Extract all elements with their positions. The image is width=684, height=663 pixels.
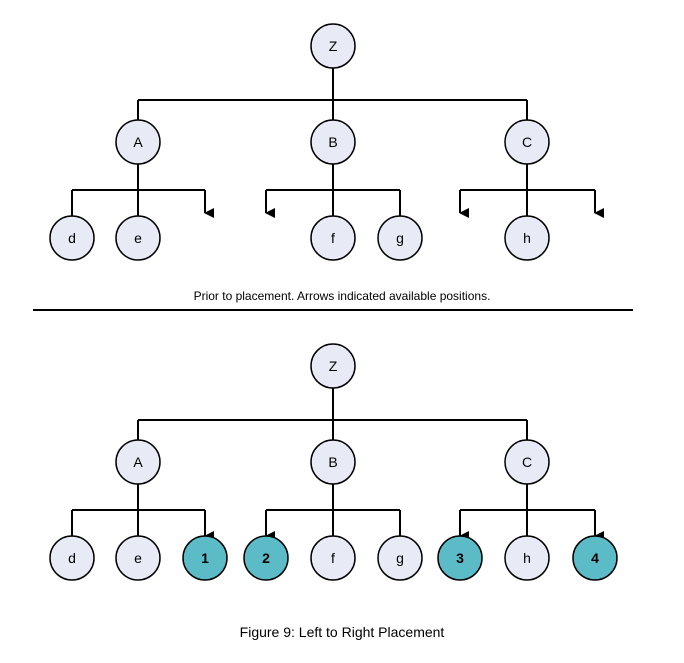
- top_diagram-leaf-2-label: f: [331, 230, 335, 246]
- top_diagram-root-label: Z: [329, 38, 338, 54]
- bottom_diagram-leaf-2-node: [182, 535, 228, 581]
- top_diagram-leaf-2-node: [310, 215, 356, 261]
- top_diagram-level1-0-node: [115, 119, 161, 165]
- top-diagram-caption: Prior to placement. Arrows indicated ava…: [193, 289, 491, 303]
- bottom_diagram-leaf-2-label: 1: [201, 550, 209, 566]
- bottom_diagram-leaf-7-label: h: [523, 550, 531, 566]
- top_diagram-leaf-0-node: [49, 215, 95, 261]
- top_diagram-level1-1-node: [310, 119, 356, 165]
- top_diagram-leaf-3-label: g: [396, 230, 404, 246]
- bottom_diagram-leaf-6-label: 3: [456, 550, 464, 566]
- section-divider: [33, 309, 633, 311]
- bottom_diagram-root-label: Z: [329, 358, 338, 374]
- top_diagram-leaf-1-label: e: [134, 230, 142, 246]
- bottom_diagram-leaf-5-label: g: [396, 550, 404, 566]
- bottom_diagram-leaf-3-label: 2: [262, 550, 270, 566]
- top_diagram-leaf-4-node: [504, 215, 550, 261]
- bottom_diagram-level1-0-node: [115, 439, 161, 485]
- bottom_diagram-leaf-1-label: e: [134, 550, 142, 566]
- top_diagram-leaf-4-label: h: [523, 230, 531, 246]
- bottom_diagram-leaf-8-label: 4: [591, 550, 599, 566]
- bottom_diagram-leaf-8-node: [572, 535, 618, 581]
- top_diagram-level1-1-label: B: [328, 134, 337, 150]
- top_diagram-leaf-0-label: d: [68, 230, 76, 246]
- top_diagram-root-node: [310, 23, 356, 69]
- bottom_diagram-level1-1-node: [310, 439, 356, 485]
- figure-caption: Figure 9: Left to Right Placement: [239, 624, 445, 640]
- bottom_diagram-leaf-1-node: [115, 535, 161, 581]
- top_diagram-level1-0-label: A: [133, 134, 143, 150]
- bottom_diagram-leaf-6-node: [437, 535, 483, 581]
- bottom_diagram-root-node: [310, 343, 356, 389]
- bottom_diagram-level1-0-label: A: [133, 454, 143, 470]
- top_diagram-level1-2-label: C: [522, 134, 532, 150]
- bottom_diagram-leaf-0-node: [49, 535, 95, 581]
- bottom_diagram-leaf-0-label: d: [68, 550, 76, 566]
- top_diagram-leaf-3-node: [377, 215, 423, 261]
- bottom_diagram-leaf-4-label: f: [331, 550, 335, 566]
- bottom_diagram-level1-2-label: C: [522, 454, 532, 470]
- top_diagram-leaf-1-node: [115, 215, 161, 261]
- bottom_diagram-leaf-3-node: [243, 535, 289, 581]
- bottom_diagram-leaf-7-node: [504, 535, 550, 581]
- bottom_diagram-level1-1-label: B: [328, 454, 337, 470]
- top_diagram-level1-2-node: [504, 119, 550, 165]
- bottom_diagram-leaf-4-node: [310, 535, 356, 581]
- bottom_diagram-leaf-5-node: [377, 535, 423, 581]
- bottom_diagram-level1-2-node: [504, 439, 550, 485]
